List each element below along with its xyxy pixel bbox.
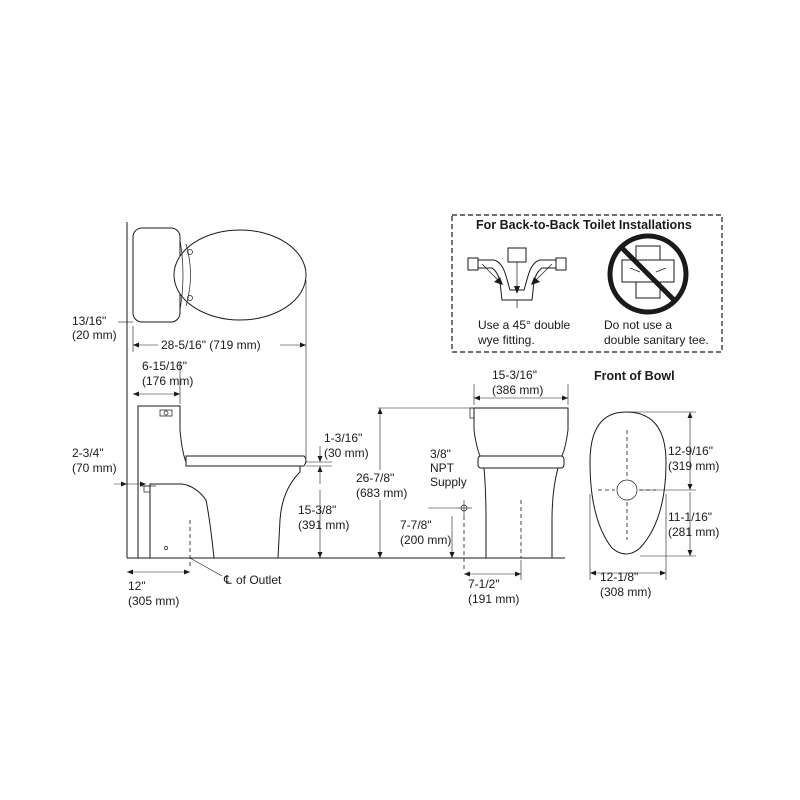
dim-7-7-8: 7-7/8" [400,518,432,532]
dim-1-3-16: 1-3/16" [324,431,362,445]
front-of-bowl-title: Front of Bowl [594,369,675,383]
dim-2-3-4: 2-3/4" [72,446,104,460]
dim-28-5-16: 28-5/16" (719 mm) [161,338,261,352]
dim-6-15-16-mm: (176 mm) [142,374,193,388]
front-view-bowl [483,467,559,559]
npt-label-1: 3/8" [430,447,451,461]
seat-top-view [173,229,307,321]
dim-26-7-8-mm: (683 mm) [356,486,407,500]
front-view [469,407,569,559]
dim-1-3-16-mm: (30 mm) [324,446,369,460]
dim-12-9-16: 12-9/16" [668,444,713,458]
inset-caption-left-2: wye fitting. [477,333,535,347]
dim-15-3-8-mm: (391 mm) [298,518,349,532]
npt-label-3: Supply [430,475,467,489]
dim-12-9-16-mm: (319 mm) [668,459,719,473]
prohibited-sanitary-tee-icon [607,233,689,315]
dim-13-16-mm: (20 mm) [72,328,117,342]
dim-12-mm: (305 mm) [128,594,179,608]
inset-title: For Back-to-Back Toilet Installations [476,218,692,232]
dim-7-1-2-mm: (191 mm) [468,592,519,606]
tank-top-view [132,227,181,323]
side-view-body [137,405,301,559]
dim-15-3-16-mm: (386 mm) [492,383,543,397]
top-view [132,227,307,323]
back-to-back-inset: For Back-to-Back Toilet Installations Us… [451,214,723,353]
side-view [137,405,307,568]
inset-border [451,214,723,353]
dim-7-1-2: 7-1/2" [468,577,500,591]
front-view-tank [473,407,569,457]
npt-label-2: NPT [430,461,455,475]
dim-15-3-8: 15-3/8" [298,503,336,517]
dim-2-3-4-mm: (70 mm) [72,461,117,475]
dim-12-1-8-mm: (308 mm) [600,585,651,599]
dim-11-1-16-mm: (281 mm) [668,525,719,539]
side-view-seat [185,455,307,467]
dim-15-3-16: 15-3/16" [492,368,537,382]
inset-caption-left-1: Use a 45° double [478,318,571,332]
front-view-seat [477,455,565,469]
inset-caption-right-2: double sanitary tee. [604,333,709,347]
inset-caption-right-1: Do not use a [604,318,672,332]
outlet-centerline-symbol: ℄ [223,573,232,587]
dim-7-7-8-mm: (200 mm) [400,533,451,547]
dim-12-1-8: 12-1/8" [600,570,638,584]
lid-top-view [179,239,184,311]
dim-13-16: 13/16" [72,314,106,328]
dim-6-15-16: 6-15/16" [142,359,187,373]
dim-12: 12" [128,579,146,593]
supply-symbol [456,500,472,570]
double-wye-fitting-icon [467,247,567,308]
dim-11-1-16: 11-1/16" [668,510,712,524]
bowl-top-view [589,411,667,555]
tank-side-lever [159,409,173,417]
outlet-centerline-label: of Outlet [236,573,282,587]
dim-26-7-8: 26-7/8" [356,471,394,485]
